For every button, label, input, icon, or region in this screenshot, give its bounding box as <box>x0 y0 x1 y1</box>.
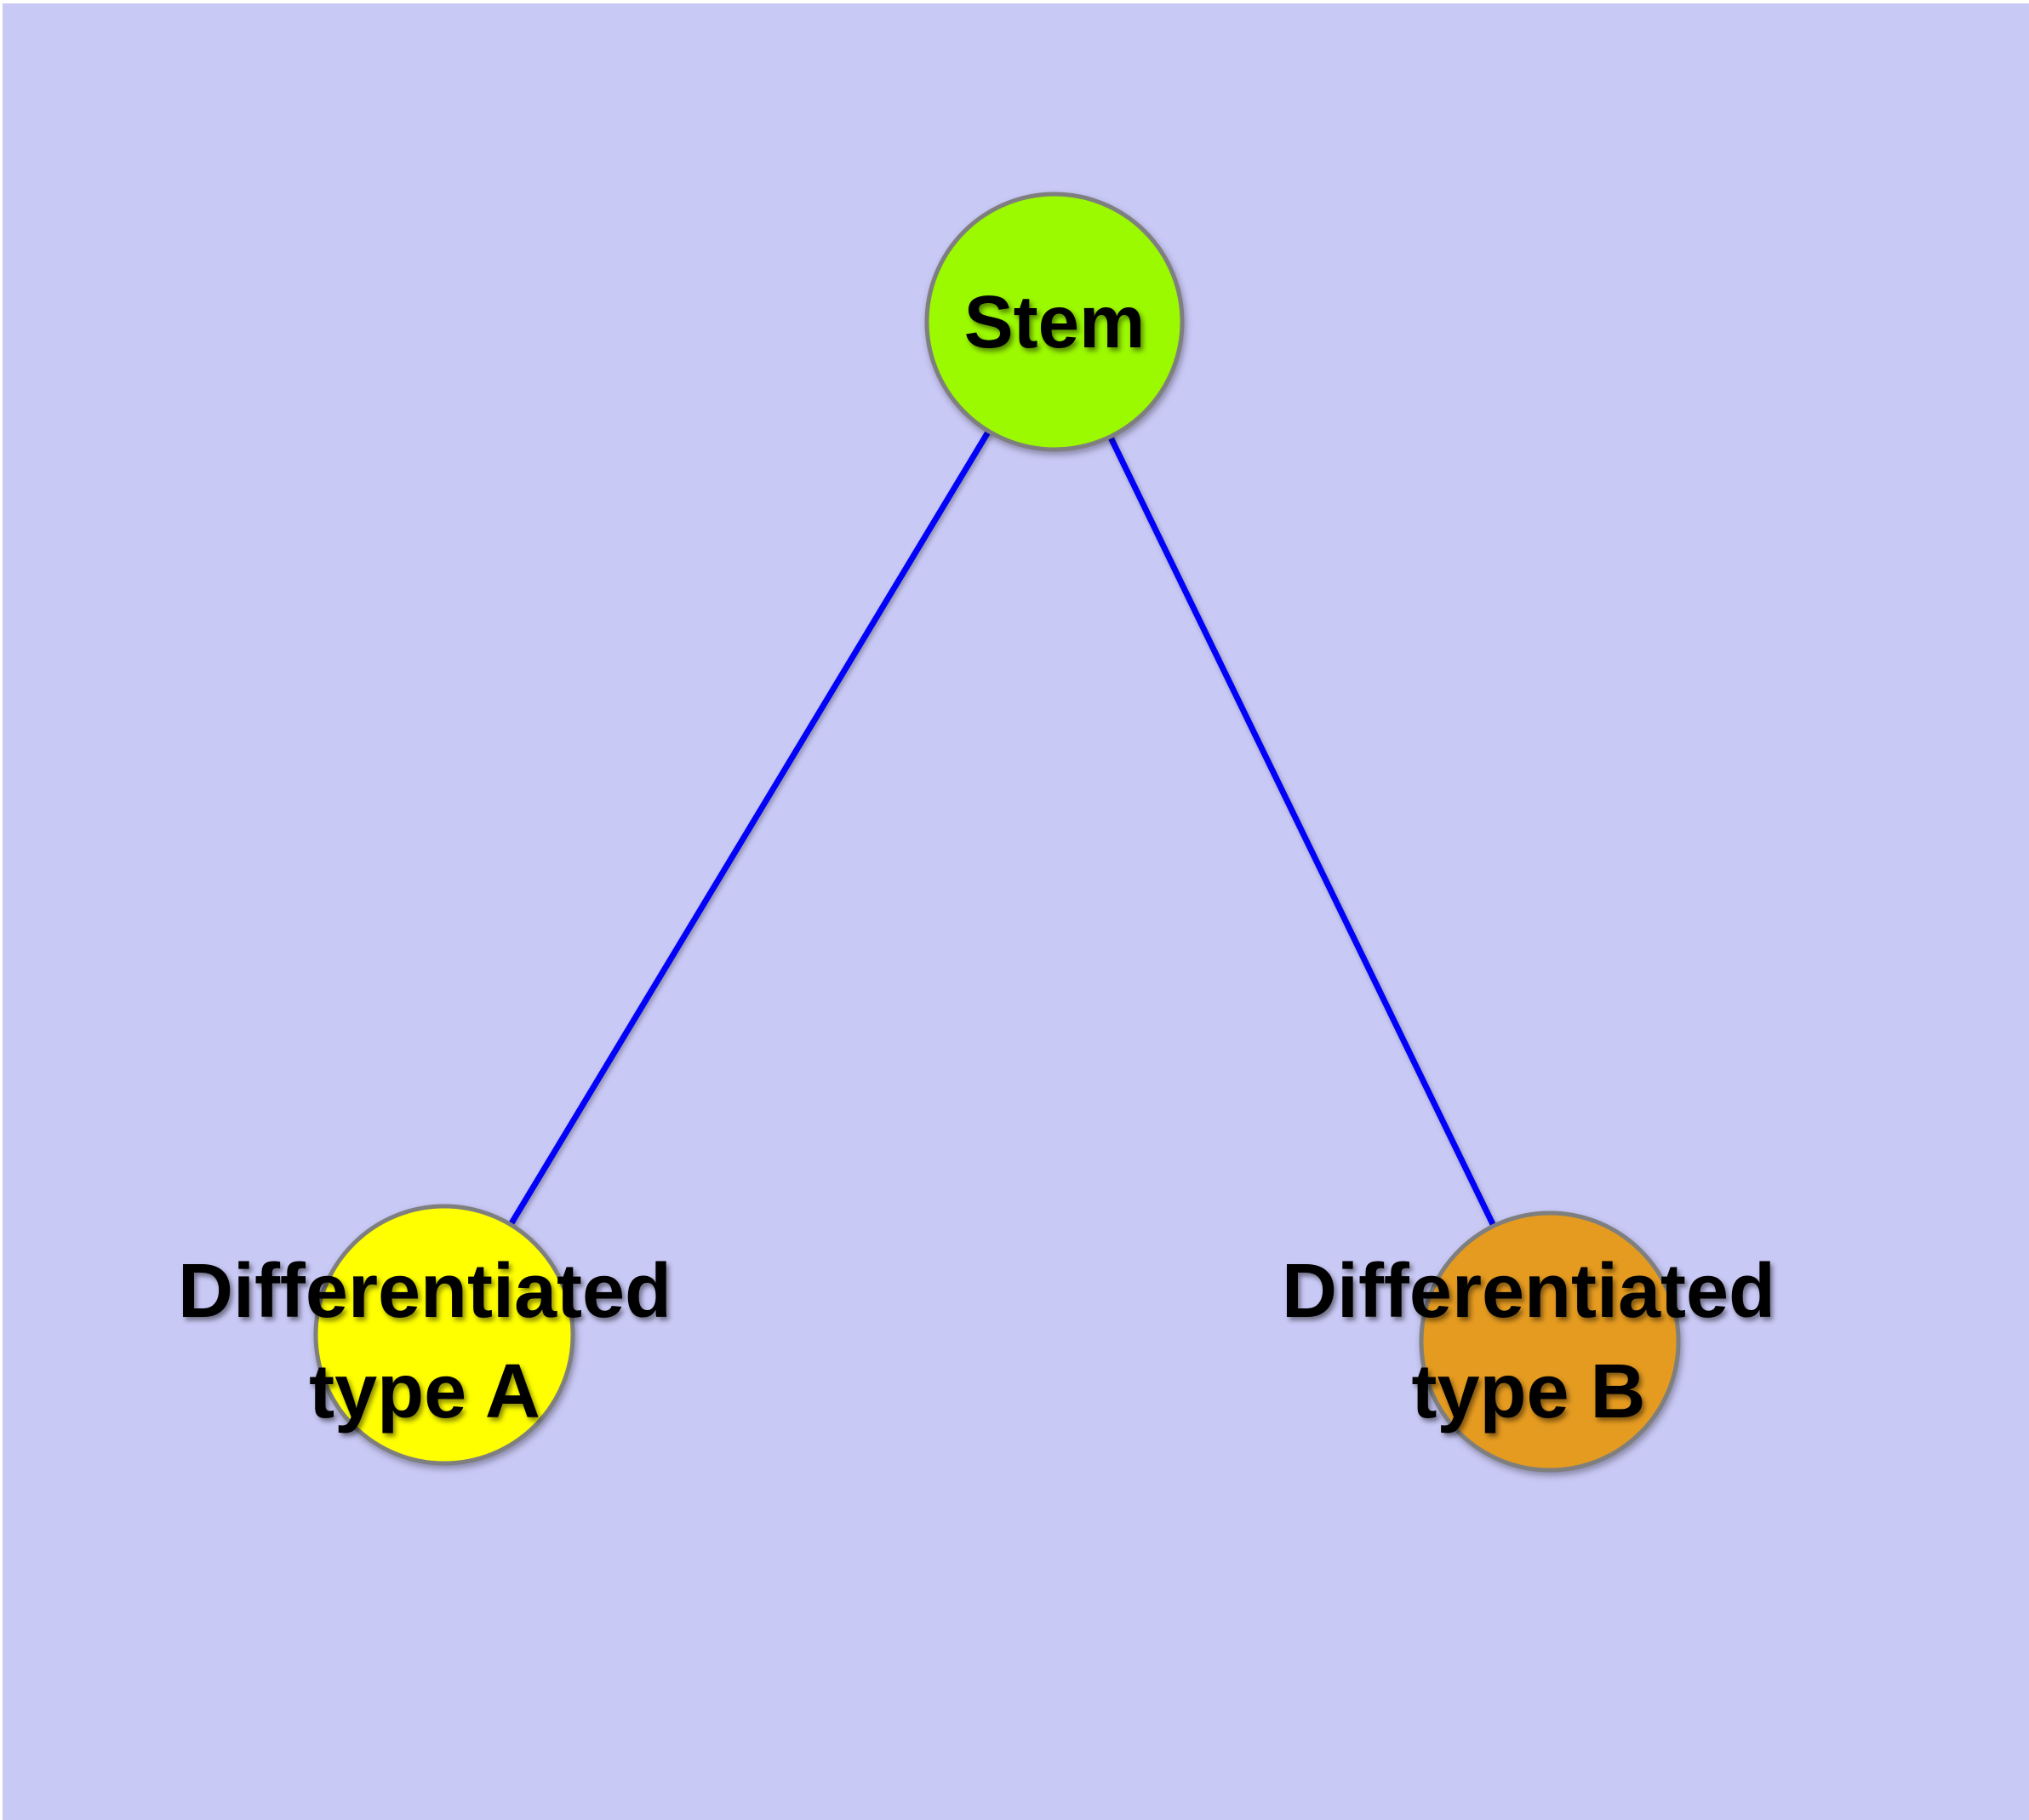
type-a-label-line2: type A <box>309 1349 540 1434</box>
graph-svg <box>313 192 1681 1473</box>
diagram-canvas: Stem Differentiated type A Differentiate… <box>3 3 2029 1820</box>
edge-stem-to-type-a <box>441 318 1058 1338</box>
type-a-label-line1: Differentiated <box>177 1249 672 1334</box>
type-b-node-circle <box>1419 1210 1681 1473</box>
type-b-label-line2: type B <box>1411 1349 1646 1434</box>
stem-node-circle <box>924 192 1185 452</box>
type-a-node-circle <box>313 1204 575 1466</box>
type-a-node-label: Differentiated type A <box>0 1241 850 1442</box>
stem-node-label: Stem <box>963 281 1146 363</box>
type-b-label-line1: Differentiated <box>1281 1249 1776 1334</box>
edge-stem-to-type-b <box>1051 318 1553 1345</box>
type-b-node-label: Differentiated type B <box>1103 1241 1954 1442</box>
